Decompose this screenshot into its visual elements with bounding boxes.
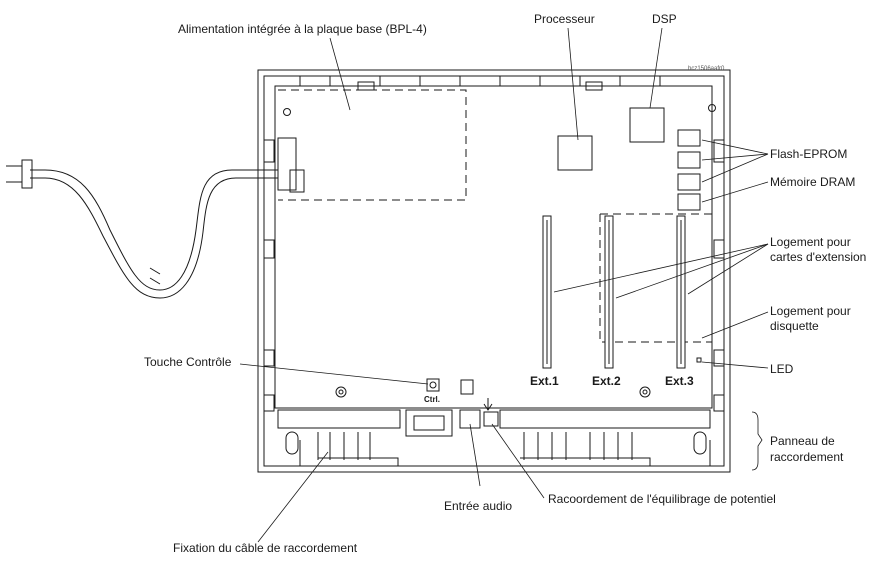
screw-holes xyxy=(283,104,716,398)
label-flash-eprom: Flash-EPROM xyxy=(770,147,848,161)
power-cord xyxy=(30,169,278,291)
label-cable-fixing: Fixation du câble de raccordement xyxy=(173,541,358,555)
housing-inner xyxy=(263,75,725,467)
plug xyxy=(21,159,33,189)
board-label-ext2: Ext.2 xyxy=(592,374,621,388)
control-button xyxy=(426,378,440,392)
audio-pot xyxy=(460,379,474,395)
label-extension-slot-2: cartes d'extension xyxy=(770,250,867,264)
power-connector xyxy=(277,137,297,191)
label-floppy-1: Logement pour xyxy=(770,304,851,318)
label-panel-2: raccordement xyxy=(770,450,844,464)
cable-clamps xyxy=(285,431,711,466)
power-supply-area xyxy=(278,89,467,201)
flash-chip-3 xyxy=(677,173,701,191)
board-label-ctrl: Ctrl. xyxy=(424,395,440,404)
label-equipotential: Racoordement de l'équilibrage de potenti… xyxy=(548,492,776,506)
led xyxy=(696,357,702,363)
board-label-ext3: Ext.3 xyxy=(665,374,694,388)
label-processor: Processeur xyxy=(534,12,595,26)
flash-chip-1 xyxy=(677,129,701,147)
reference-code: hcz1506aafr0 xyxy=(688,66,725,72)
floppy-slot-area xyxy=(599,213,712,343)
dram-chip xyxy=(677,193,701,211)
label-power-supply: Alimentation intégrée à la plaque base (… xyxy=(178,22,427,36)
board-outline xyxy=(274,85,713,409)
leader-lines xyxy=(239,27,769,543)
label-control-key: Touche Contrôle xyxy=(144,355,232,369)
expansion-slots xyxy=(542,215,686,369)
label-dsp: DSP xyxy=(652,12,677,26)
side-clips xyxy=(263,139,725,412)
flash-chip-2 xyxy=(677,151,701,169)
label-extension-slot-1: Logement pour xyxy=(770,235,851,249)
label-audio-input: Entrée audio xyxy=(444,499,513,513)
dsp-chip xyxy=(629,107,665,143)
processor-chip xyxy=(557,135,593,171)
terminal-blocks xyxy=(277,398,711,437)
label-led: LED xyxy=(770,362,794,376)
board-label-ext1: Ext.1 xyxy=(530,374,559,388)
label-floppy-2: disquette xyxy=(770,319,819,333)
label-dram: Mémoire DRAM xyxy=(770,175,856,189)
top-vents xyxy=(299,76,661,91)
label-panel-1: Panneau de xyxy=(770,434,835,448)
housing-outline xyxy=(257,69,731,473)
